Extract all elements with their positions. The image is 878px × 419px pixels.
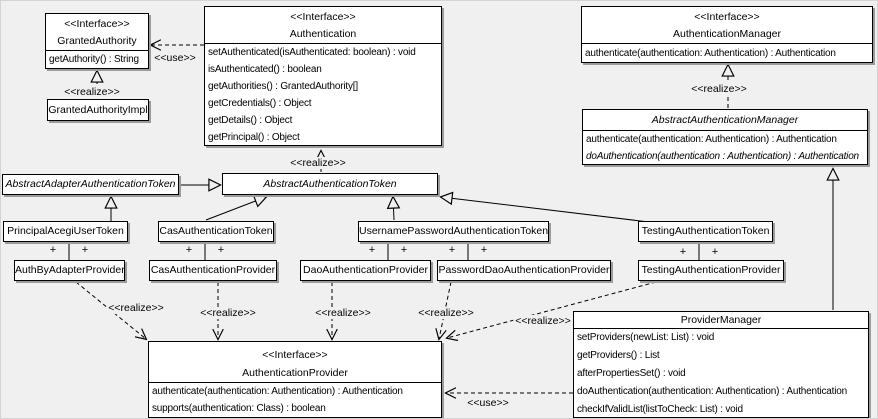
method-item: supports(authentication: Class) : boolea… [152, 403, 326, 414]
edge-label-realize: <<realize>> [416, 307, 476, 319]
class-title: AuthenticationManager [673, 28, 781, 40]
class-title: TestingAuthenticationToken [641, 225, 770, 237]
class-title: GrantedAuthorityImpl [48, 104, 148, 116]
method-item: getPrincipal() : Object [208, 132, 300, 143]
method-item: isAuthenticated() : boolean [208, 64, 322, 75]
association-end-plus: + [80, 244, 90, 256]
association-end-plus: + [447, 244, 457, 256]
compartment-divider [582, 43, 872, 44]
class-title: AbstractAdapterAuthenticationToken [5, 178, 176, 190]
edge-label-realize: <<realize>> [62, 86, 122, 98]
class-title: AuthenticationProvider [242, 367, 348, 379]
class-abstract-authentication-token: AbstractAuthenticationToken [222, 173, 438, 195]
class-username-password-authentication-token: UsernamePasswordAuthenticationToken [358, 221, 549, 242]
class-abstract-authentication-manager: AbstractAuthenticationManager authentica… [582, 109, 868, 165]
class-title: GrantedAuthority [57, 35, 137, 47]
method-item: getProviders() : List [577, 350, 660, 361]
method-item: setProviders(newList: List) : void [577, 332, 715, 343]
edge-label-realize: <<realize>> [288, 157, 348, 169]
class-abstract-adapter-authentication-token: AbstractAdapterAuthenticationToken [2, 174, 179, 195]
class-principal-acegi-user-token: PrincipalAcegiUserToken [3, 221, 128, 242]
method-item: getDetails() : Object [208, 115, 293, 126]
class-title: PasswordDaoAuthenticationProvider [438, 264, 610, 276]
association-end-plus: + [216, 244, 226, 256]
compartment-divider [205, 43, 441, 44]
class-cas-authentication-token: CasAuthenticationToken [158, 221, 274, 242]
class-title: UsernamePasswordAuthenticationToken [359, 225, 549, 237]
class-title: Authentication [289, 28, 357, 40]
class-title: DaoAuthenticationProvider [303, 264, 428, 276]
generalization-username-password-token [393, 197, 394, 221]
stereotype-label: <<Interface>> [64, 18, 130, 30]
class-authentication-manager: <<Interface>> AuthenticationManager auth… [581, 6, 873, 63]
edge-label-realize: <<realize>> [198, 307, 258, 319]
stereotype-label: <<Interface>> [262, 349, 328, 361]
class-granted-authority: <<Interface>> GrantedAuthority getAuthor… [45, 13, 149, 69]
method-item: getAuthority() : String [49, 54, 139, 65]
generalization-cas-token [205, 197, 266, 221]
compartment-divider [46, 50, 148, 51]
generalization-testing-token [441, 197, 650, 223]
class-title: PrincipalAcegiUserToken [7, 225, 124, 237]
class-testing-authentication-token: TestingAuthenticationToken [638, 221, 773, 242]
method-item: getAuthorities() : GrantedAuthority[] [208, 81, 358, 92]
edge-label-realize: <<realize>> [513, 315, 573, 327]
method-item: authenticate(authentication: Authenticat… [585, 48, 836, 59]
edge-label-realize: <<realize>> [313, 307, 373, 319]
method-item: authenticate(authentication: Authenticat… [152, 386, 403, 397]
class-title: ProviderManager [680, 314, 762, 326]
class-title: CasAuthenticationToken [159, 225, 273, 237]
association-end-plus: + [479, 244, 489, 256]
class-authentication: <<Interface>> Authentication setAuthenti… [204, 6, 442, 146]
edge-label-use: <<use>> [152, 52, 198, 64]
class-testing-authentication-provider: TestingAuthenticationProvider [638, 260, 784, 281]
association-end-plus: + [367, 244, 377, 256]
method-item: doAuthentication(authentication: Authent… [577, 386, 847, 397]
compartment-divider [583, 130, 867, 131]
class-cas-authentication-provider: CasAuthenticationProvider [149, 260, 277, 281]
stereotype-label: <<Interface>> [290, 11, 356, 23]
class-auth-by-adapter-provider: AuthByAdapterProvider [14, 260, 125, 281]
method-item: checkIfValidList(listToCheck: List) : vo… [577, 404, 743, 415]
association-end-plus: + [48, 244, 58, 256]
method-item: afterPropertiesSet() : void [577, 368, 686, 379]
compartment-divider [149, 382, 441, 383]
class-provider-manager: ProviderManager setProviders(newList: Li… [573, 311, 869, 418]
class-title: CasAuthenticationProvider [150, 264, 276, 276]
stereotype-label: <<Interface>> [694, 11, 760, 23]
class-password-dao-authentication-provider: PasswordDaoAuthenticationProvider [437, 260, 611, 281]
class-granted-authority-impl: GrantedAuthorityImpl [47, 99, 149, 121]
association-end-plus: + [710, 246, 720, 258]
association-end-plus: + [184, 244, 194, 256]
class-title: AbstractAuthenticationToken [263, 178, 397, 190]
class-dao-authentication-provider: DaoAuthenticationProvider [300, 260, 431, 281]
class-authentication-provider: <<Interface>> AuthenticationProvider aut… [148, 341, 442, 418]
edge-label-realize: <<realize>> [106, 302, 166, 314]
class-title: AuthByAdapterProvider [15, 264, 125, 276]
method-item: authenticate(authentication: Authenticat… [586, 134, 837, 145]
edge-label-use: <<use>> [465, 397, 511, 409]
class-title: AbstractAuthenticationManager [651, 114, 799, 126]
method-item-abstract: doAuthentication(authentication : Authen… [586, 151, 859, 162]
edge-label-realize: <<realize>> [689, 83, 749, 95]
method-item: setAuthenticated(isAuthenticated: boolea… [208, 47, 416, 58]
class-title: TestingAuthenticationProvider [641, 264, 781, 276]
association-end-plus: + [399, 244, 409, 256]
compartment-divider [574, 328, 868, 329]
method-item: getCredentials() : Object [208, 98, 312, 109]
association-end-plus: + [678, 246, 688, 258]
